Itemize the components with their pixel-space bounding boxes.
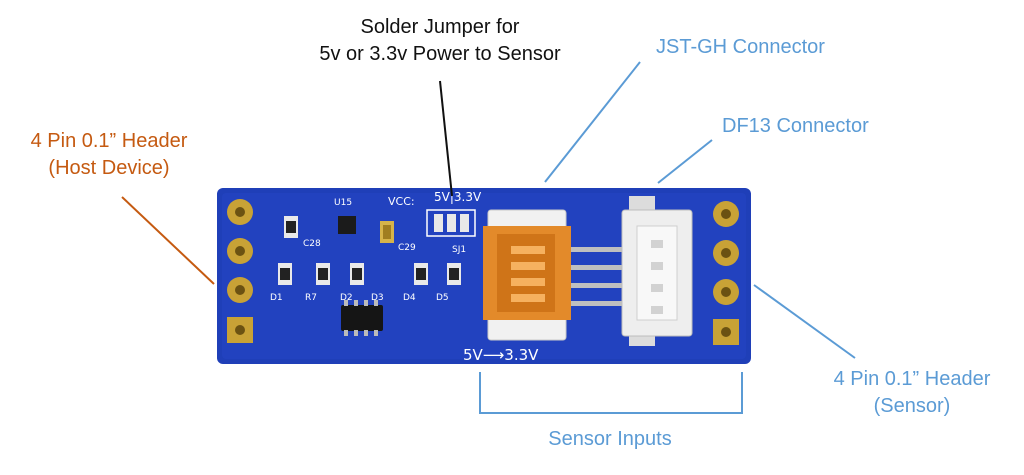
silk-d2: D2: [340, 293, 353, 303]
sensor-inputs-bracket: [479, 372, 743, 414]
silk-d5: D5: [436, 293, 449, 303]
solder-jumper-label-line2: 5v or 3.3v Power to Sensor: [319, 43, 561, 65]
host-header-label: 4 Pin 0.1” Header (Host Device): [0, 128, 218, 182]
sensor-header-callout-line: [753, 284, 856, 359]
jst-gh-label: JST-GH Connector: [656, 36, 825, 58]
solder-jumper-label: Solder Jumper for 5v or 3.3v Power to Se…: [300, 14, 580, 68]
silk-r: R7: [305, 293, 317, 303]
host-header-label-line2: (Host Device): [48, 157, 170, 179]
df13-callout-line: [657, 139, 713, 184]
df13-connector: [621, 196, 693, 346]
sensor-header-label-line2: (Sensor): [873, 395, 951, 417]
silk-u: U15: [334, 198, 352, 208]
silk-sj: SJ1: [452, 245, 466, 255]
silk-c2: C29: [398, 243, 416, 253]
sensor-header-label-line1: 4 Pin 0.1” Header: [833, 368, 991, 390]
sensor-header-label: 4 Pin 0.1” Header (Sensor): [800, 366, 1024, 420]
silk-d1: D1: [270, 293, 283, 303]
host-header-callout-line: [121, 196, 215, 285]
connector-pins: [571, 247, 631, 306]
silk-d3: D3: [371, 293, 384, 303]
silk-c1: C28: [303, 239, 321, 249]
sensor-inputs-label: Sensor Inputs: [548, 428, 672, 450]
host-header-label-line1: 4 Pin 0.1” Header: [30, 130, 188, 152]
right-header-pads: [713, 201, 739, 345]
silk-jumper-options: 5V|3.3V: [434, 190, 482, 204]
jst-gh-callout-line: [544, 61, 641, 183]
df13-label: DF13 Connector: [722, 115, 869, 137]
solder-jumper-pads: [426, 209, 476, 237]
silk-d4: D4: [403, 293, 416, 303]
smd-components: [278, 216, 461, 336]
silk-direction: 5V⟶3.3V: [463, 346, 539, 364]
jst-gh-connector: [483, 209, 571, 341]
silkscreen: VCC: 5V|3.3V SJ1 U15 C28 C29 D1 R7 D2 D3…: [270, 190, 539, 364]
solder-jumper-label-line1: Solder Jumper for: [360, 16, 520, 38]
solder-jumper-callout-line: [439, 80, 453, 197]
left-header-pads: [227, 199, 253, 343]
silk-vcc: VCC:: [388, 195, 415, 208]
